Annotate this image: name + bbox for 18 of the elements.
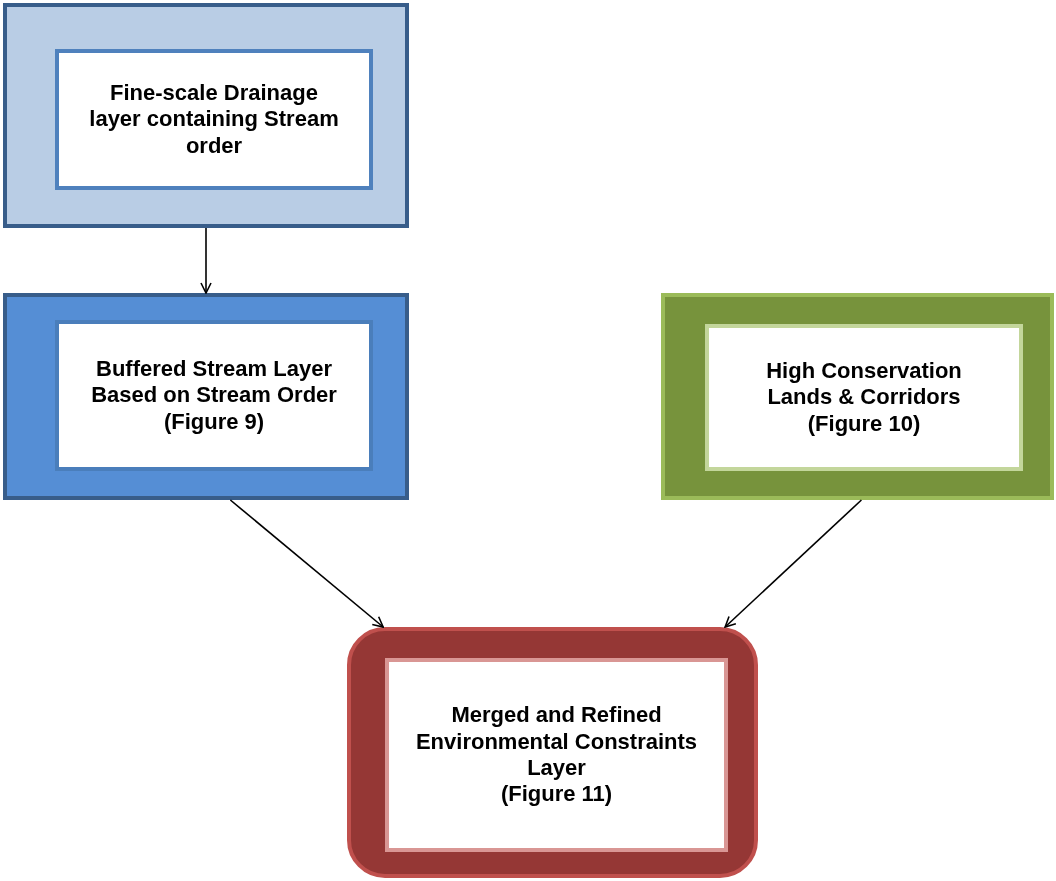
box-title: Fine-scale Drainage layer containing Stream order (88, 79, 340, 160)
process-box (55, 320, 373, 471)
figure-reference: (Figure 9) (163, 408, 265, 436)
arrow (724, 499, 863, 628)
arrow (229, 499, 384, 628)
box-title: High Conservation Lands & Corridors (765, 357, 963, 411)
process-box (705, 324, 1023, 471)
process-box (385, 658, 728, 852)
box-title: Buffered Stream Layer Based on Stream Order (90, 355, 338, 409)
figure-reference: (Figure 10) (807, 410, 921, 438)
figure-reference: (Figure 11) (500, 781, 613, 808)
rectangle-box (3, 3, 409, 228)
rectangle-box (661, 293, 1054, 500)
arrow (200, 227, 212, 294)
process-box (55, 49, 373, 190)
box-title: Merged and Refined Environmental Constraints Layer (414, 702, 699, 782)
rectangle-box (347, 627, 758, 878)
rectangle-box (3, 293, 409, 500)
